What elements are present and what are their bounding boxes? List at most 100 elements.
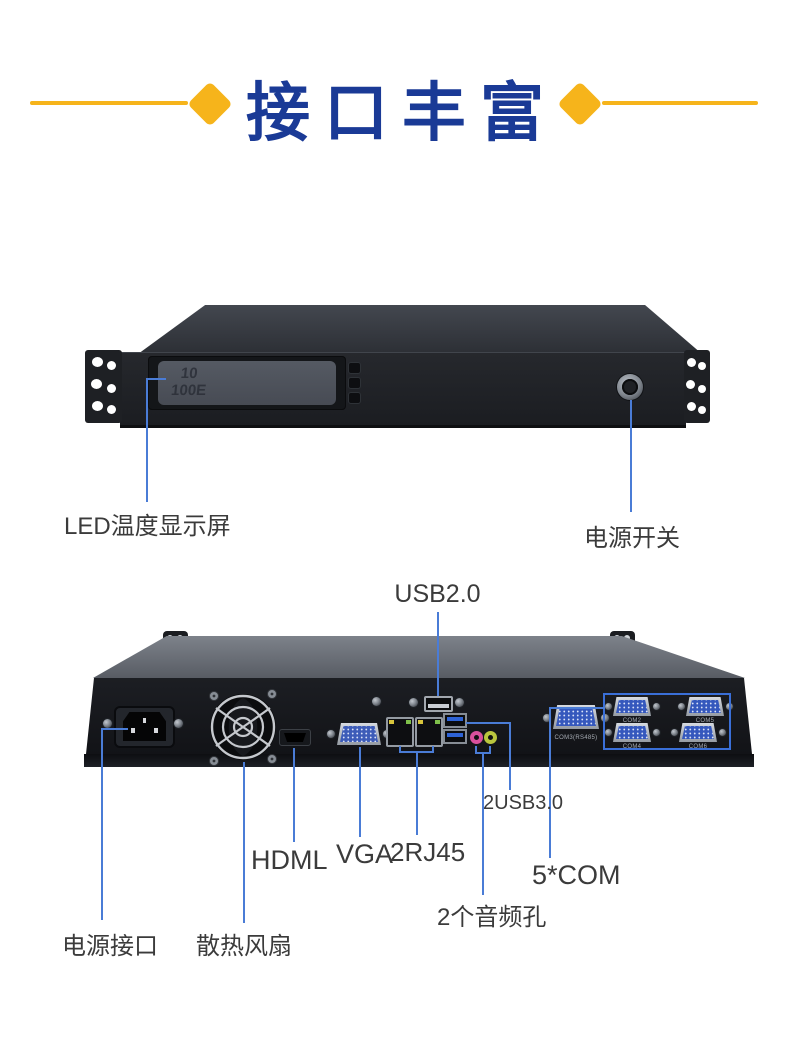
cooling-fan bbox=[204, 688, 282, 768]
callout-line-hdmi bbox=[293, 748, 295, 842]
com5-port bbox=[686, 697, 724, 716]
rj45-port-2 bbox=[415, 717, 443, 747]
callout-line-audio-tick1 bbox=[475, 746, 477, 754]
label-power-inlet: 电源接口 bbox=[62, 933, 158, 960]
usb3-tongue bbox=[447, 733, 463, 737]
com4-port bbox=[613, 723, 651, 742]
mounting-hole bbox=[92, 401, 103, 411]
usb2-tongue bbox=[428, 704, 449, 708]
hdmi-port bbox=[279, 729, 311, 746]
callout-line-audio-tick2 bbox=[489, 746, 491, 754]
label-power-switch: 电源开关 bbox=[584, 525, 680, 552]
screw bbox=[174, 719, 183, 728]
label-fan: 散热风扇 bbox=[196, 933, 292, 960]
callout-line-vga bbox=[359, 747, 361, 837]
usb3-port-bottom bbox=[443, 729, 467, 744]
display-text-line1: 10 bbox=[180, 365, 199, 382]
com3-port-inner bbox=[556, 708, 596, 726]
com2-port-label: COM2 bbox=[622, 718, 642, 724]
callout-line-rj45-v bbox=[416, 751, 418, 835]
rj45-led bbox=[418, 720, 423, 724]
rj45-led bbox=[389, 720, 394, 724]
screw bbox=[103, 719, 112, 728]
screw bbox=[653, 729, 660, 736]
mounting-hole bbox=[107, 384, 116, 393]
ac-pin bbox=[131, 728, 135, 733]
screw bbox=[327, 730, 335, 738]
ac-inlet-socket bbox=[123, 712, 166, 741]
ac-power-inlet bbox=[114, 706, 175, 748]
ac-pin bbox=[143, 718, 146, 723]
com2-port bbox=[613, 697, 651, 716]
display-button bbox=[348, 362, 361, 374]
decor-line-right bbox=[602, 101, 758, 105]
label-usb20: USB2.0 bbox=[394, 580, 481, 608]
mounting-hole bbox=[687, 402, 696, 411]
screw bbox=[605, 703, 612, 710]
mounting-hole bbox=[698, 362, 706, 370]
back-panel-bottom-edge bbox=[84, 754, 754, 767]
callout-line-usb20 bbox=[437, 612, 439, 696]
callout-line-fan bbox=[243, 762, 245, 923]
screw bbox=[605, 729, 612, 736]
com3-port-label: COM3(RS485) bbox=[554, 735, 598, 741]
callout-line-rj45-tick2 bbox=[432, 746, 434, 753]
vga-port bbox=[337, 723, 381, 745]
screw bbox=[671, 729, 678, 736]
display-button bbox=[348, 392, 361, 404]
com5-port-inner bbox=[689, 700, 721, 713]
led-display-screen: 10 100E bbox=[158, 361, 336, 405]
hdmi-port-inner bbox=[284, 733, 306, 742]
front-rack-ear-left bbox=[85, 350, 122, 423]
mounting-hole bbox=[107, 405, 116, 414]
power-button bbox=[617, 374, 643, 400]
label-usb3: 2USB3.0 bbox=[483, 792, 564, 814]
label-com: 5*COM bbox=[532, 860, 621, 890]
page-title: 接口丰富 bbox=[246, 77, 558, 149]
com2-port-inner bbox=[616, 700, 648, 713]
label-led-display: LED温度显示屏 bbox=[64, 513, 231, 540]
screw bbox=[543, 714, 551, 722]
screw bbox=[678, 703, 685, 710]
rj45-led bbox=[435, 720, 440, 724]
callout-line-com-h bbox=[549, 707, 605, 709]
mounting-hole bbox=[698, 406, 706, 414]
front-chassis-top-face bbox=[138, 305, 702, 354]
com6-port-label: COM6 bbox=[688, 744, 708, 750]
com6-port bbox=[679, 723, 717, 742]
callout-line-rj45-tick1 bbox=[399, 746, 401, 753]
callout-line-power-switch bbox=[630, 400, 632, 512]
audio-jack-lineout bbox=[484, 731, 497, 744]
screw bbox=[372, 697, 381, 706]
ac-pin bbox=[154, 728, 158, 733]
rj45-port-1 bbox=[386, 717, 414, 747]
decor-line-left bbox=[30, 101, 188, 105]
mounting-hole bbox=[698, 385, 706, 393]
com4-port-inner bbox=[616, 726, 648, 739]
screw bbox=[653, 703, 660, 710]
callout-line-usb3-v bbox=[509, 722, 511, 790]
usb2-port bbox=[424, 696, 453, 712]
label-vga: VGA bbox=[336, 839, 394, 869]
com4-port-label: COM4 bbox=[622, 744, 642, 750]
mounting-hole bbox=[687, 358, 696, 367]
callout-line-audio-v bbox=[482, 752, 484, 895]
com6-port-inner bbox=[682, 726, 714, 739]
label-audio: 2个音频孔 bbox=[437, 904, 547, 931]
screw bbox=[601, 714, 609, 722]
vga-port-inner bbox=[340, 726, 378, 742]
rj45-led bbox=[406, 720, 411, 724]
power-button-center bbox=[622, 379, 638, 395]
callout-line-led-v bbox=[146, 378, 148, 502]
audio-jack-mic bbox=[470, 731, 483, 744]
callout-line-power-inlet-v bbox=[101, 728, 103, 920]
callout-line-com-v bbox=[549, 707, 551, 858]
mounting-hole bbox=[686, 380, 695, 389]
mounting-hole bbox=[91, 379, 102, 389]
fan-grille-graphic bbox=[209, 689, 277, 766]
label-hdmi: HDML bbox=[251, 845, 328, 875]
com-group-annotation-rect bbox=[603, 693, 731, 750]
label-rj45: 2RJ45 bbox=[390, 837, 466, 867]
callout-line-power-inlet-h bbox=[101, 728, 128, 730]
mounting-hole bbox=[107, 361, 116, 370]
